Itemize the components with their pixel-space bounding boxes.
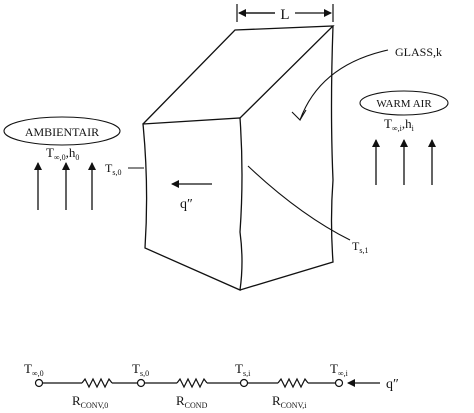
- node-t-inf-i: [334, 378, 344, 388]
- resistor-label: RCOND: [176, 393, 208, 410]
- warm-air-title: WARM AIR: [376, 98, 432, 110]
- slab-side-face: [239, 25, 334, 291]
- node-label: Ts,i: [235, 361, 251, 378]
- node-t-s-0: [136, 378, 146, 388]
- node-t-inf-0: [34, 378, 44, 388]
- node-label: Ts,0: [132, 361, 149, 378]
- resistor-cond: [176, 377, 208, 389]
- glass-label: GLASS,k: [395, 45, 442, 59]
- ambient-air-oval: [3, 116, 121, 146]
- resistor-label: RCONV,0: [72, 393, 108, 410]
- glass-leader-line: [291, 49, 389, 121]
- thickness-label: L: [280, 7, 289, 23]
- warm-air-flow-arrows: [372, 139, 436, 185]
- resistor-conv-0: [81, 377, 113, 389]
- warm-condition: T∞,i,hi: [384, 116, 415, 133]
- resistor-label: RCONV,i: [272, 393, 307, 410]
- ambient-air-flow-arrows: [34, 162, 96, 210]
- ambient-condition: T∞,0,h0: [46, 145, 79, 162]
- slab-top-face: [142, 25, 335, 125]
- inner-surface-leader: [247, 165, 351, 241]
- node-label: T∞,0: [24, 361, 44, 378]
- circuit-nodes: [34, 378, 344, 388]
- thickness-dimension: [236, 4, 334, 22]
- outer-surface-temp: Ts,0: [105, 161, 121, 177]
- inner-surface-temp: Ts,1: [352, 239, 368, 255]
- node-label: T∞,i: [330, 361, 349, 378]
- warm-air-oval: [359, 90, 449, 116]
- resistor-conv-i: [277, 377, 309, 389]
- circuit-heat-flux-label: q″: [386, 377, 399, 392]
- glass-slab: [142, 25, 335, 291]
- slab-front-face: [142, 117, 243, 291]
- thermal-circuit: [43, 377, 335, 389]
- node-t-s-i: [239, 378, 249, 388]
- slab-heat-flux-label: q″: [180, 197, 193, 212]
- ambient-air-title: AMBIENTAIR: [25, 125, 99, 139]
